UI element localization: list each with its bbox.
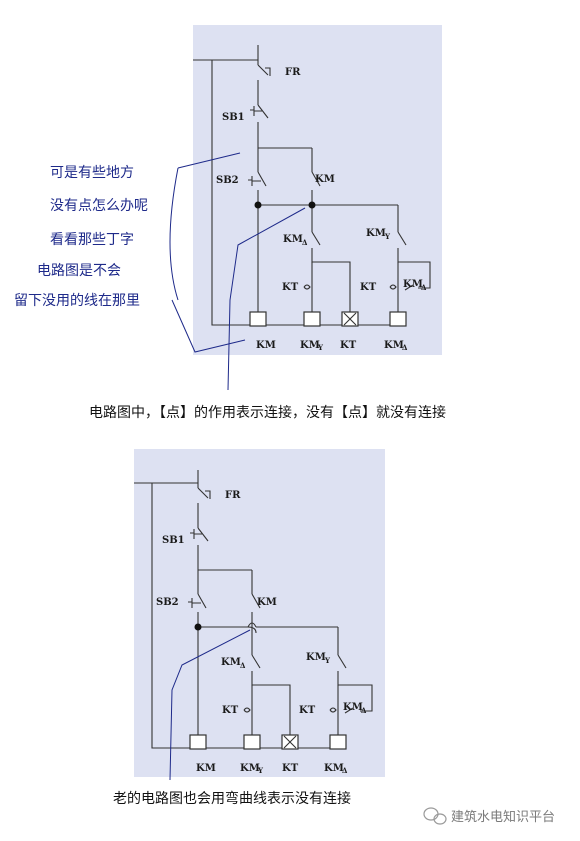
coil-kmd <box>329 734 347 750</box>
coil-label-km: KM <box>196 763 216 774</box>
label-kt-right: KT <box>299 705 316 716</box>
label-fr: FR <box>285 67 301 78</box>
label-sb1: SB1 <box>162 535 185 546</box>
subscript-delta: Δ <box>240 661 246 670</box>
annotation-line-4: 电路图是不会 <box>37 263 121 279</box>
annotation-line-2: 没有点怎么办呢 <box>50 198 148 214</box>
annotation-line-5: 留下没用的线在那里 <box>14 293 140 309</box>
junction-dot <box>308 201 316 209</box>
coil-label-kt: KT <box>340 340 357 351</box>
coil-label-kt: KT <box>282 763 299 774</box>
label-sb2: SB2 <box>156 597 179 608</box>
subscript-y: Y <box>317 343 324 352</box>
coil-label-kmy: KM <box>240 763 260 774</box>
label-kt-right: KT <box>360 282 377 293</box>
label-km-y: KM <box>306 652 326 663</box>
annotation-strokes <box>169 152 306 391</box>
top-schematic: FR SB1 SB2 KM KM Δ KM Y KT KT KM Δ KM KM… <box>193 45 431 352</box>
label-km-delta: KM <box>283 234 303 245</box>
coil-kmd <box>389 311 407 327</box>
label-kt-left: KT <box>282 282 299 293</box>
junction-dot <box>254 201 262 209</box>
label-km-delta2: KM <box>343 702 363 713</box>
caption-top: 电路图中，【点】的作用表示连接，没有【点】就没有连接 <box>89 405 446 421</box>
subscript-y: Y <box>324 656 331 665</box>
annotation-line-3: 看看那些丁字 <box>50 232 134 248</box>
annotation-line-1: 可是有些地方 <box>50 165 134 181</box>
top-schematic-panel <box>193 25 442 355</box>
subscript-delta: Δ <box>361 706 367 715</box>
label-km: KM <box>315 174 335 185</box>
label-km-delta2: KM <box>403 279 423 290</box>
subscript-delta: Δ <box>421 283 427 292</box>
bottom-schematic-panel <box>134 449 385 777</box>
bottom-schematic: FR SB1 SB2 KM KM Δ KM Y KT KT KM Δ KM KM… <box>134 470 373 781</box>
coil-km <box>249 311 267 327</box>
subscript-delta: Δ <box>342 766 348 775</box>
subscript-delta: Δ <box>402 343 408 352</box>
coil-kmy <box>243 734 261 750</box>
coil-kmy <box>303 311 321 327</box>
label-kt-left: KT <box>222 705 239 716</box>
coil-label-kmy: KM <box>300 340 320 351</box>
subscript-y: Y <box>257 766 264 775</box>
watermark-text: 建筑水电知识平台 <box>451 810 556 825</box>
coil-label-kmd: KM <box>384 340 404 351</box>
coil-label-km: KM <box>256 340 276 351</box>
caption-bottom: 老的电路图也会用弯曲线表示没有连接 <box>113 791 351 807</box>
label-km: KM <box>257 597 277 608</box>
label-km-y: KM <box>366 228 386 239</box>
wechat-icon <box>423 807 447 825</box>
coil-km <box>189 734 207 750</box>
label-sb1: SB1 <box>222 112 245 123</box>
subscript-delta: Δ <box>302 238 308 247</box>
junction-dot <box>194 623 202 631</box>
pointer-stroke <box>169 629 251 781</box>
label-fr: FR <box>225 490 241 501</box>
subscript-y: Y <box>384 232 391 241</box>
label-sb2: SB2 <box>216 175 239 186</box>
coil-label-kmd: KM <box>324 763 344 774</box>
label-km-delta: KM <box>221 657 241 668</box>
